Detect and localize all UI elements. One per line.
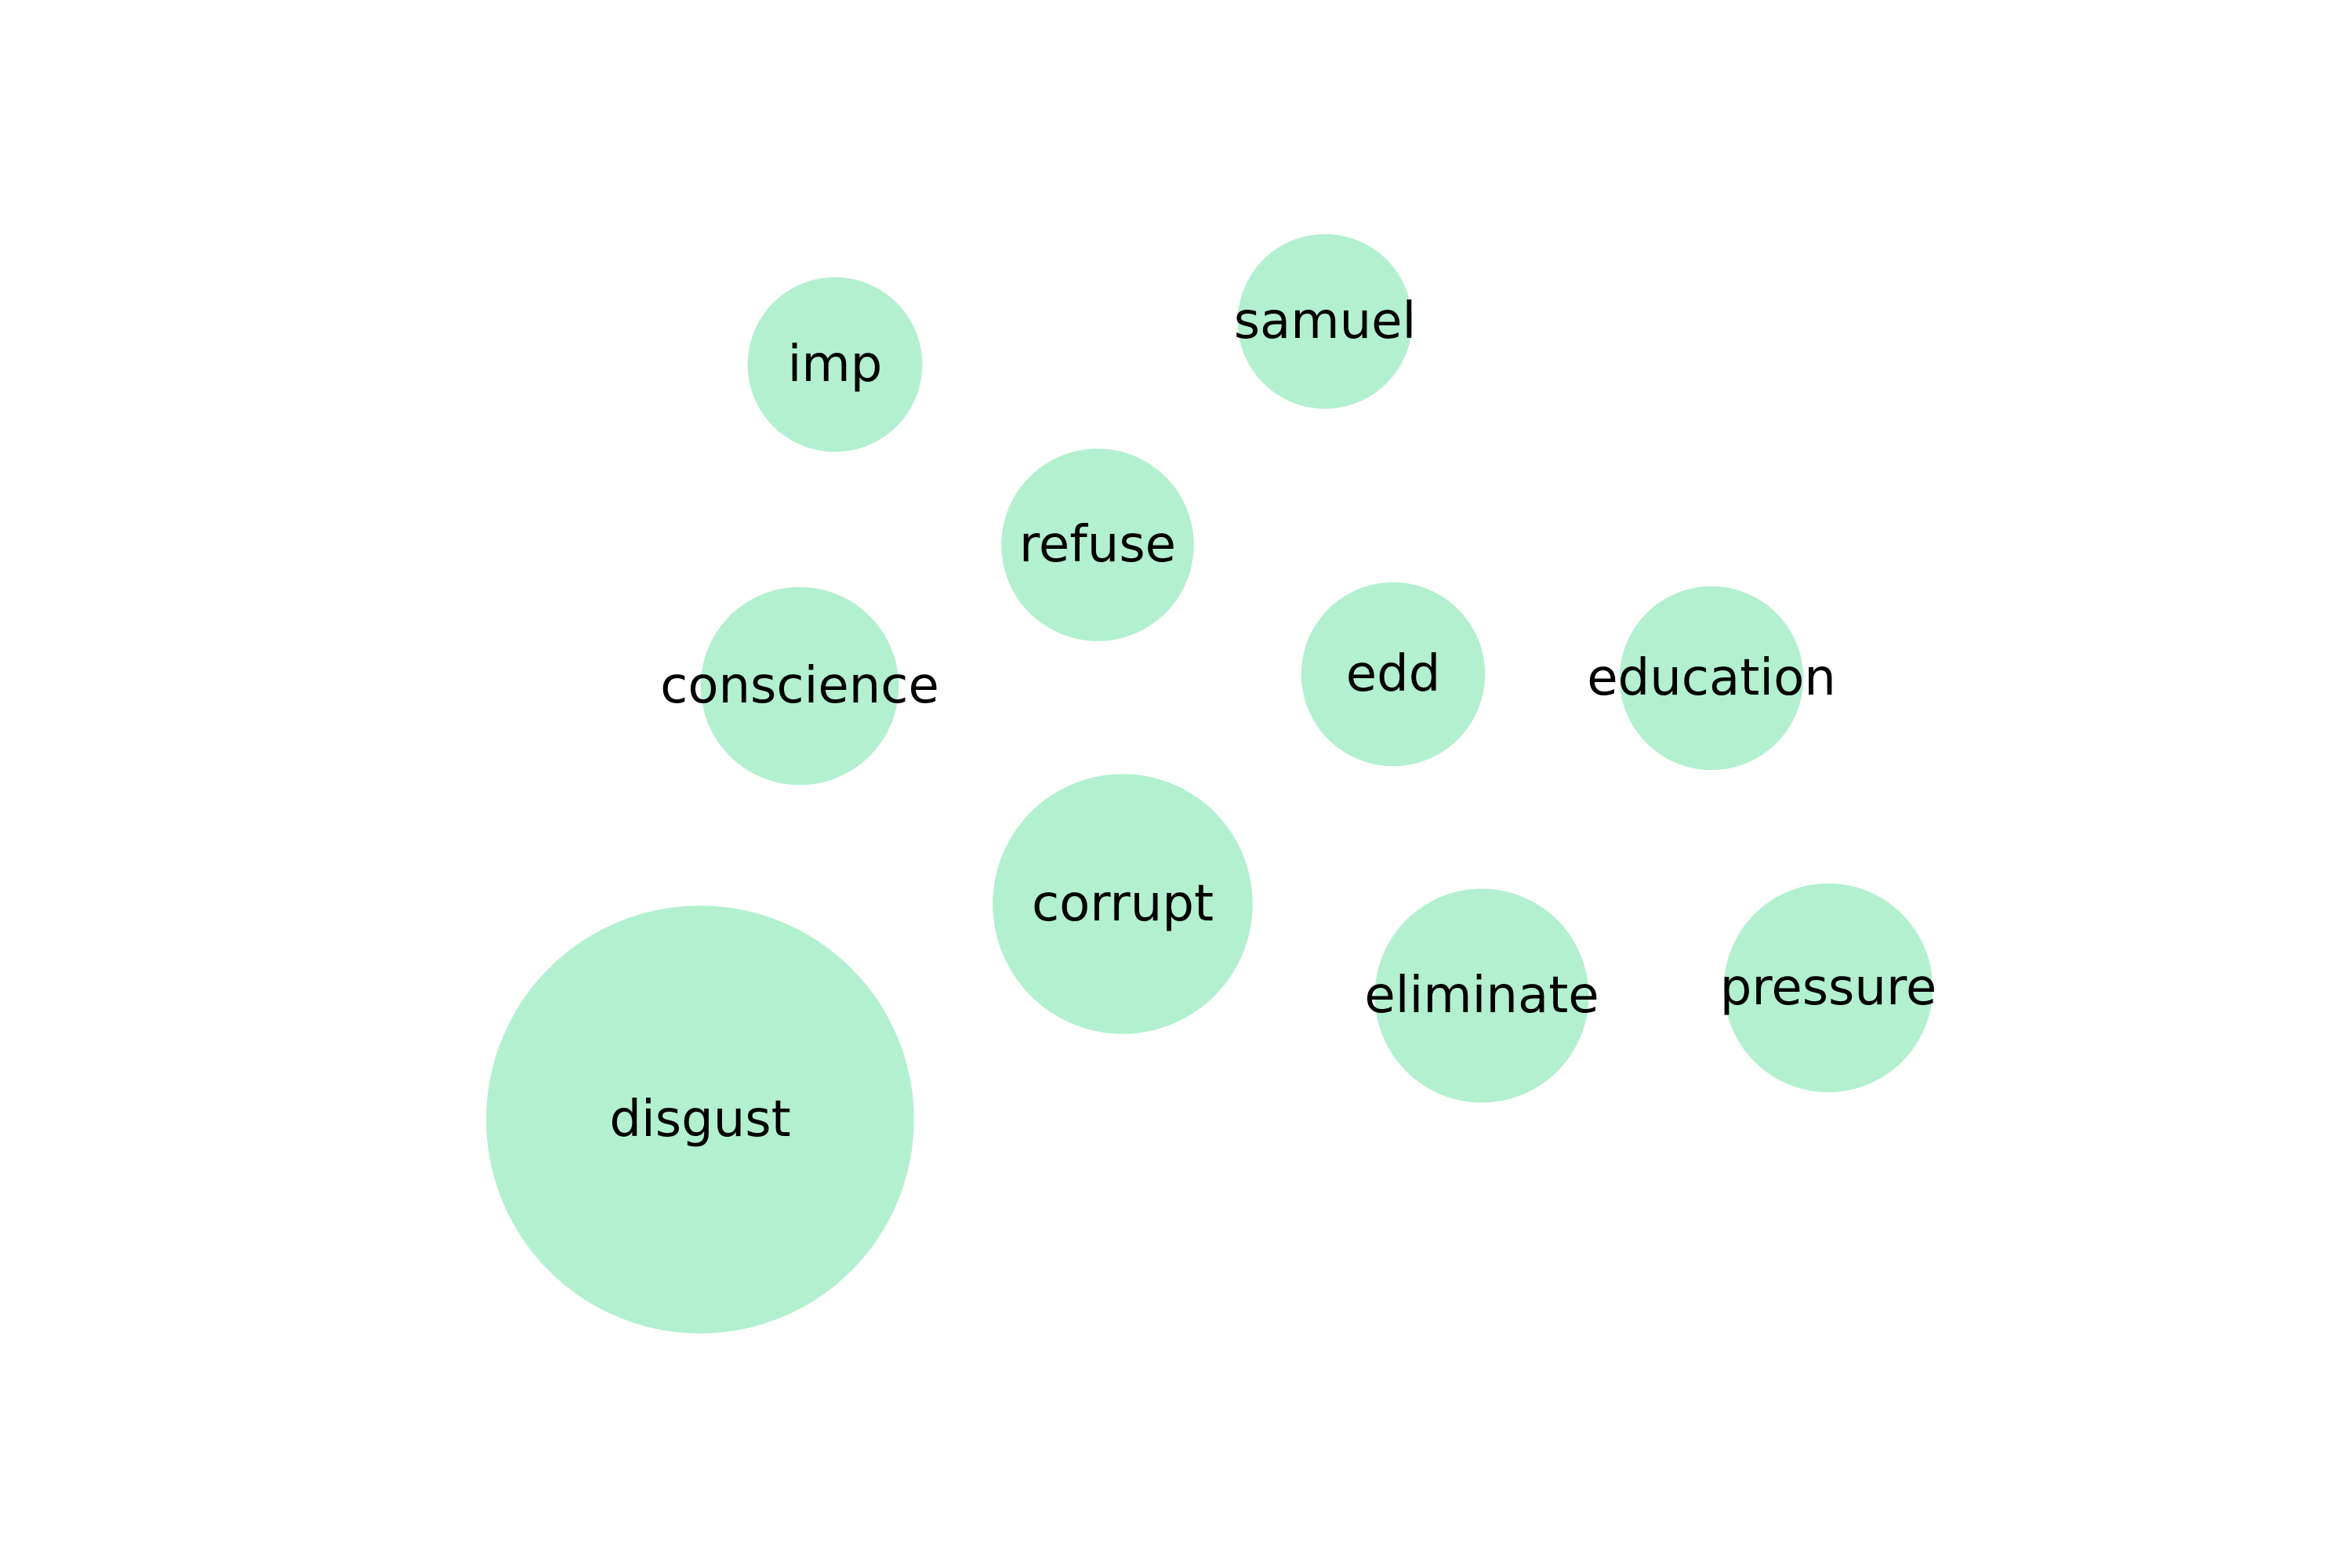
- bubble-samuel: [1237, 234, 1413, 409]
- bubble-conscience: [700, 586, 899, 786]
- bubble-pressure: [1723, 883, 1933, 1093]
- bubble-education: [1619, 586, 1804, 771]
- bubble-eliminate: [1374, 888, 1589, 1103]
- bubble-label-eliminate: eliminate: [1364, 967, 1599, 1025]
- bubble-label-conscience: conscience: [660, 657, 939, 715]
- bubble-edd: [1301, 582, 1486, 767]
- bubble-label-disgust: disgust: [609, 1091, 790, 1149]
- bubble-label-corrupt: corrupt: [1032, 875, 1214, 933]
- bubble-imp: [747, 277, 923, 452]
- bubble-label-samuel: samuel: [1234, 292, 1417, 350]
- bubble-label-pressure: pressure: [1720, 959, 1936, 1017]
- bubble-refuse: [1001, 448, 1194, 641]
- bubble-label-refuse: refuse: [1019, 516, 1176, 574]
- bubble-disgust: [486, 906, 914, 1334]
- bubble-layer: [486, 234, 1933, 1334]
- bubble-corrupt: [993, 774, 1253, 1034]
- bubble-label-edd: edd: [1346, 645, 1441, 703]
- bubble-label-education: education: [1587, 649, 1836, 707]
- bubble-label-imp: imp: [788, 336, 883, 394]
- label-layer: imp samuel refuse conscience edd education cor…: [609, 292, 1936, 1149]
